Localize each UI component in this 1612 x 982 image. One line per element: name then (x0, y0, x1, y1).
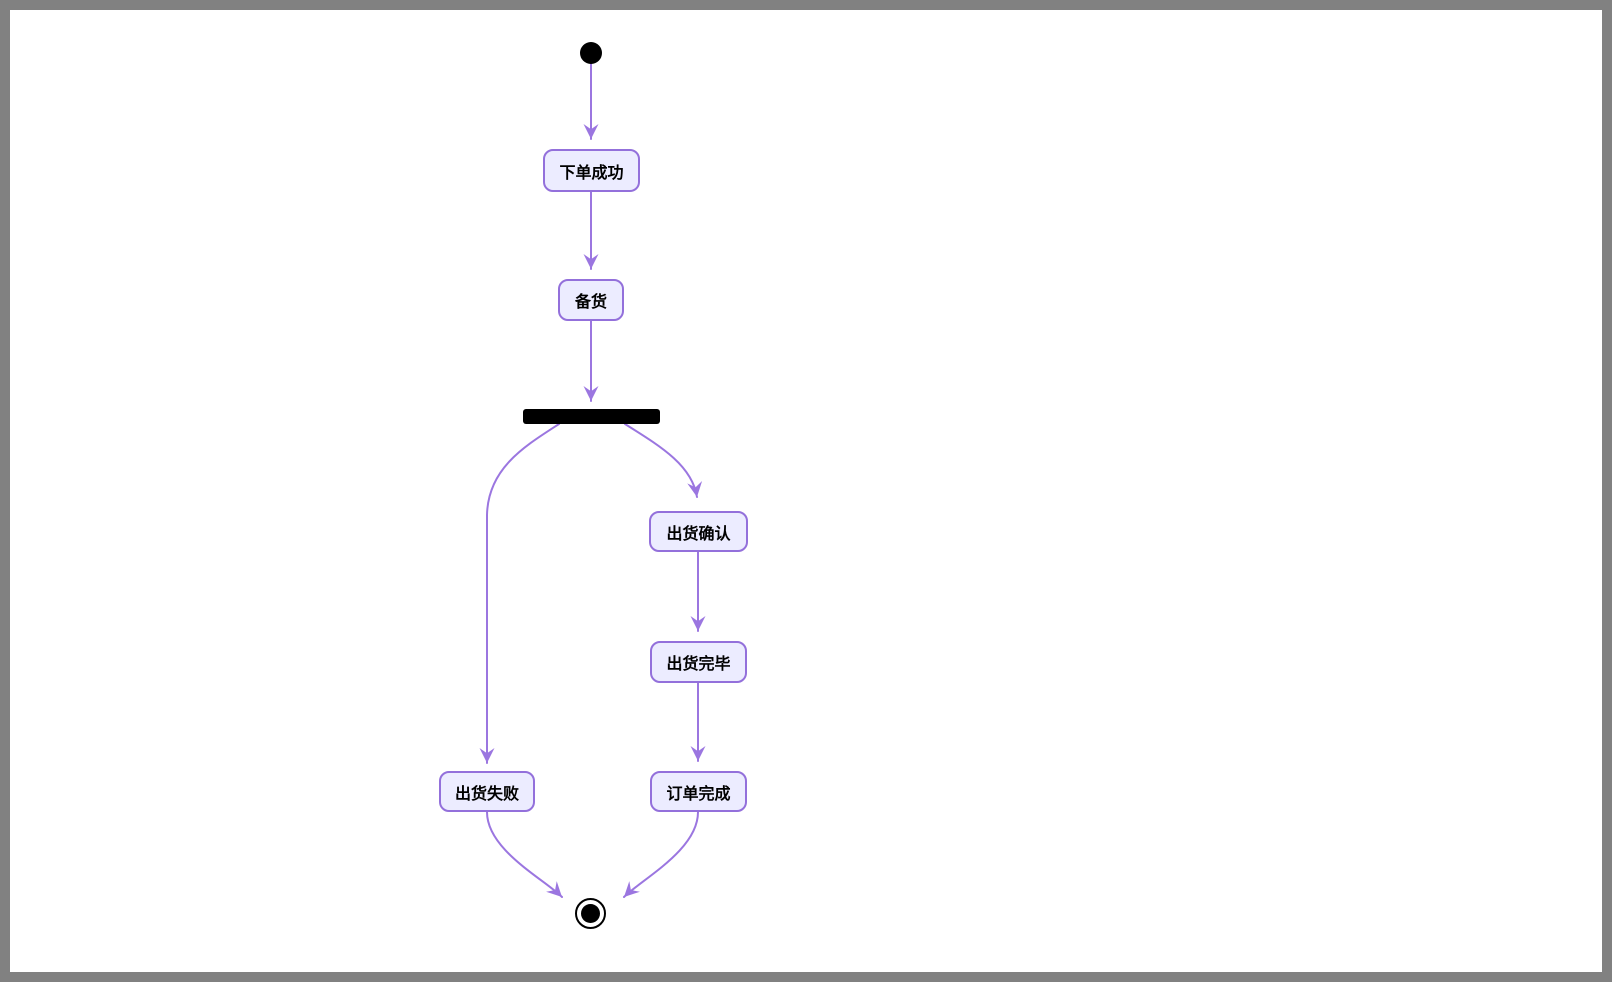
state-node-ship-confirm: 出货确认 (649, 511, 748, 552)
state-node-order-complete: 订单完成 (650, 771, 747, 812)
final-state-icon (575, 898, 606, 929)
transition-ship-failed-to-end (486, 811, 563, 898)
fork-join-bar (523, 409, 660, 424)
initial-state-icon (580, 42, 602, 64)
final-state-inner-dot (581, 904, 600, 923)
transition-fork-to-ship-confirm (624, 423, 703, 498)
state-node-stock-prepare: 备货 (558, 279, 624, 321)
diagram-canvas: 下单成功 备货 出货确认 出货完毕 出货失败 订单完成 (10, 10, 1602, 972)
transition-fork-to-ship-failed (479, 423, 560, 764)
transition-edges-layer (479, 63, 706, 898)
state-node-order-placed: 下单成功 (543, 149, 640, 192)
state-node-ship-complete: 出货完毕 (650, 641, 747, 683)
state-node-ship-failed: 出货失败 (439, 771, 535, 812)
transition-order-complete-to-end (623, 811, 699, 898)
